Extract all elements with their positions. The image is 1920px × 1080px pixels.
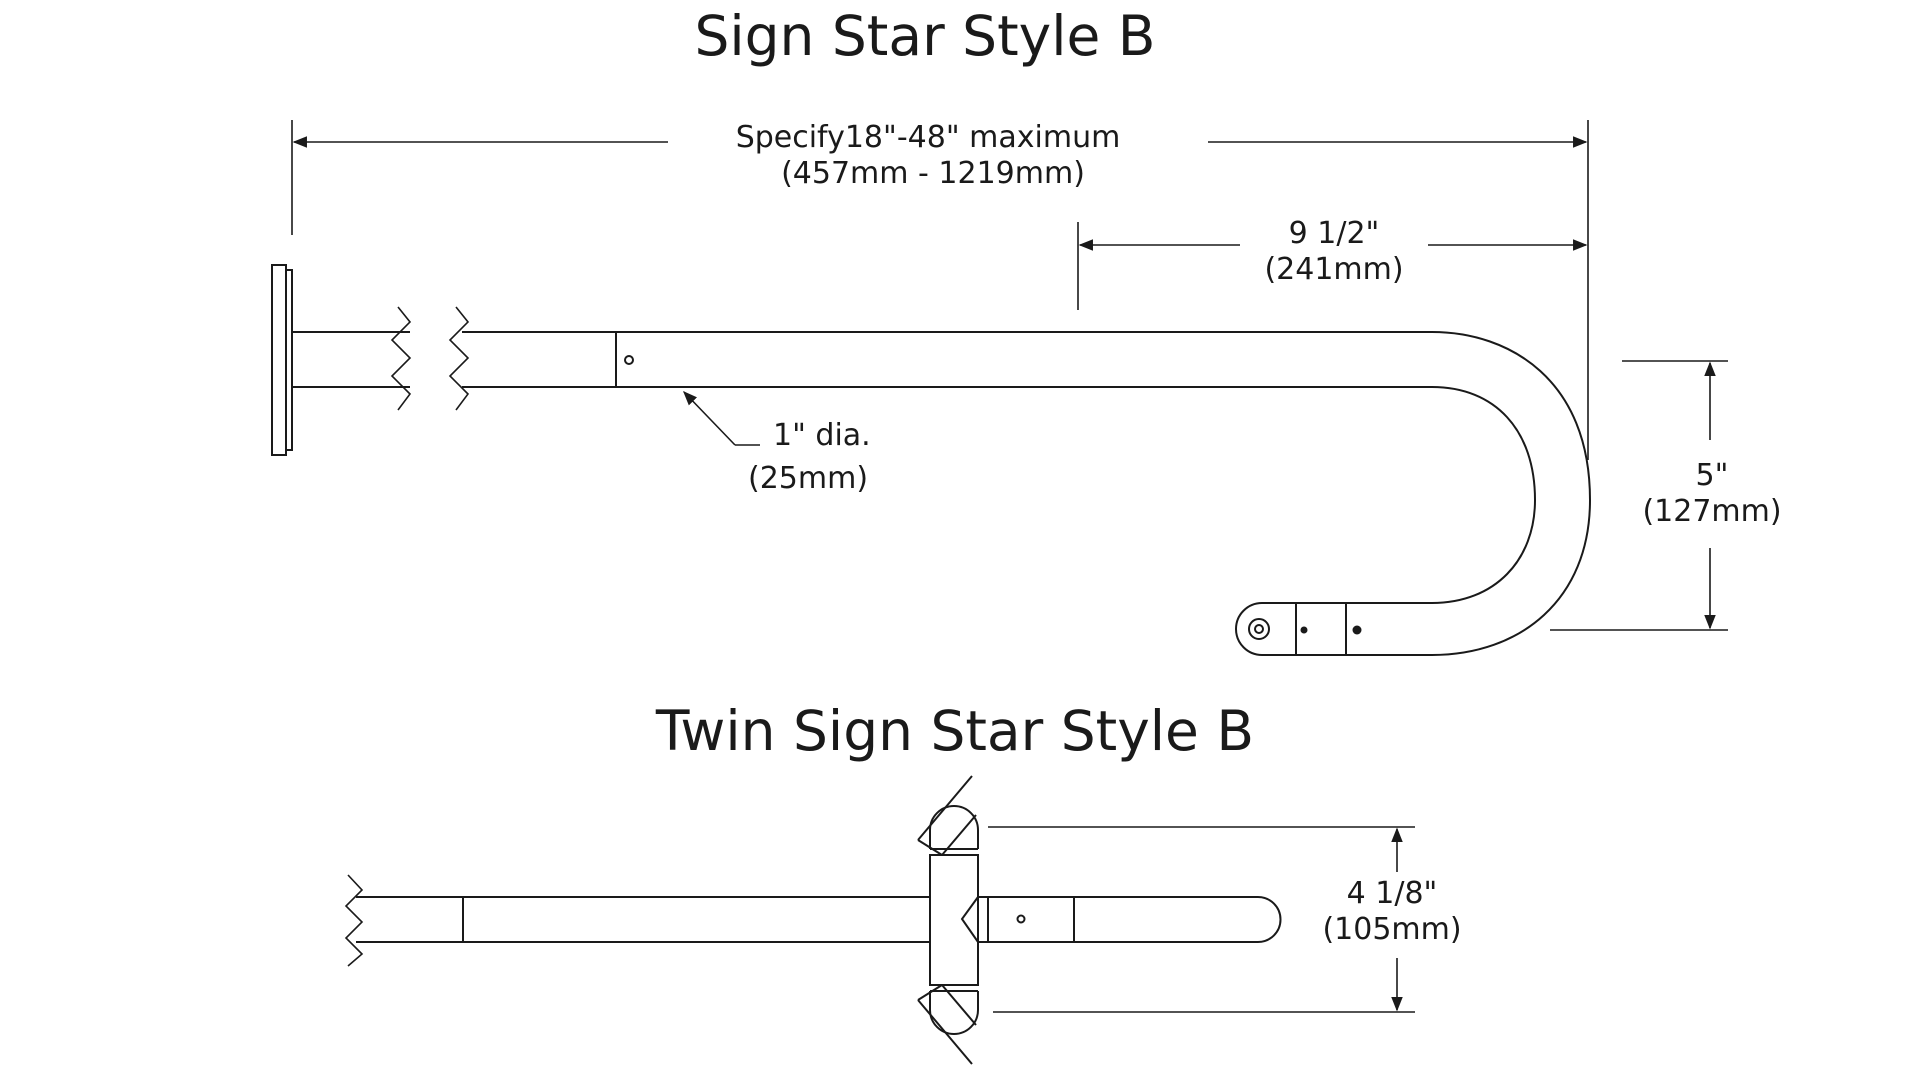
bracket-drawing	[271, 264, 1592, 656]
end-cap	[1235, 602, 1296, 656]
twin-gap-label: 4 1/8"	[1347, 876, 1438, 911]
dimension-drop: 5" (127mm)	[1550, 360, 1782, 631]
title-twin-sign-star-style-b: Twin Sign Star Style B	[655, 699, 1254, 763]
twin-break-symbol	[344, 874, 364, 967]
j-curve-inner	[1308, 386, 1537, 604]
bend-offset-metric: (241mm)	[1264, 252, 1403, 287]
twin-bottom-connector	[929, 991, 979, 1035]
diameter-label: 1" dia.	[773, 418, 871, 453]
twin-bracket-drawing	[344, 775, 1282, 1065]
title-sign-star-style-b: Sign Star Style B	[694, 4, 1155, 68]
dimension-diameter: 1" dia. (25mm)	[683, 390, 871, 496]
wall-plate-edge	[285, 269, 293, 451]
j-curve-outer	[1308, 331, 1592, 656]
break-symbol-left	[390, 306, 412, 411]
bend-offset-label: 9 1/2"	[1289, 216, 1380, 251]
twin-top-connector	[929, 805, 979, 849]
diameter-metric: (25mm)	[748, 461, 868, 496]
drop-label: 5"	[1696, 458, 1729, 493]
overall-length-label: Specify18"-48" maximum	[736, 120, 1121, 155]
dimension-twin-gap: 4 1/8" (105mm)	[988, 826, 1462, 1013]
wall-plate	[271, 264, 287, 456]
dimension-bend-offset: 9 1/2" (241mm)	[1077, 216, 1588, 310]
dimension-overall-length: Specify18"-48" maximum (457mm - 1219mm)	[291, 120, 1589, 460]
overall-length-metric: (457mm - 1219mm)	[781, 156, 1085, 191]
drop-metric: (127mm)	[1642, 494, 1781, 529]
twin-gap-metric: (105mm)	[1322, 912, 1461, 947]
twin-center-hub	[929, 854, 979, 986]
break-symbol-right	[448, 306, 470, 411]
